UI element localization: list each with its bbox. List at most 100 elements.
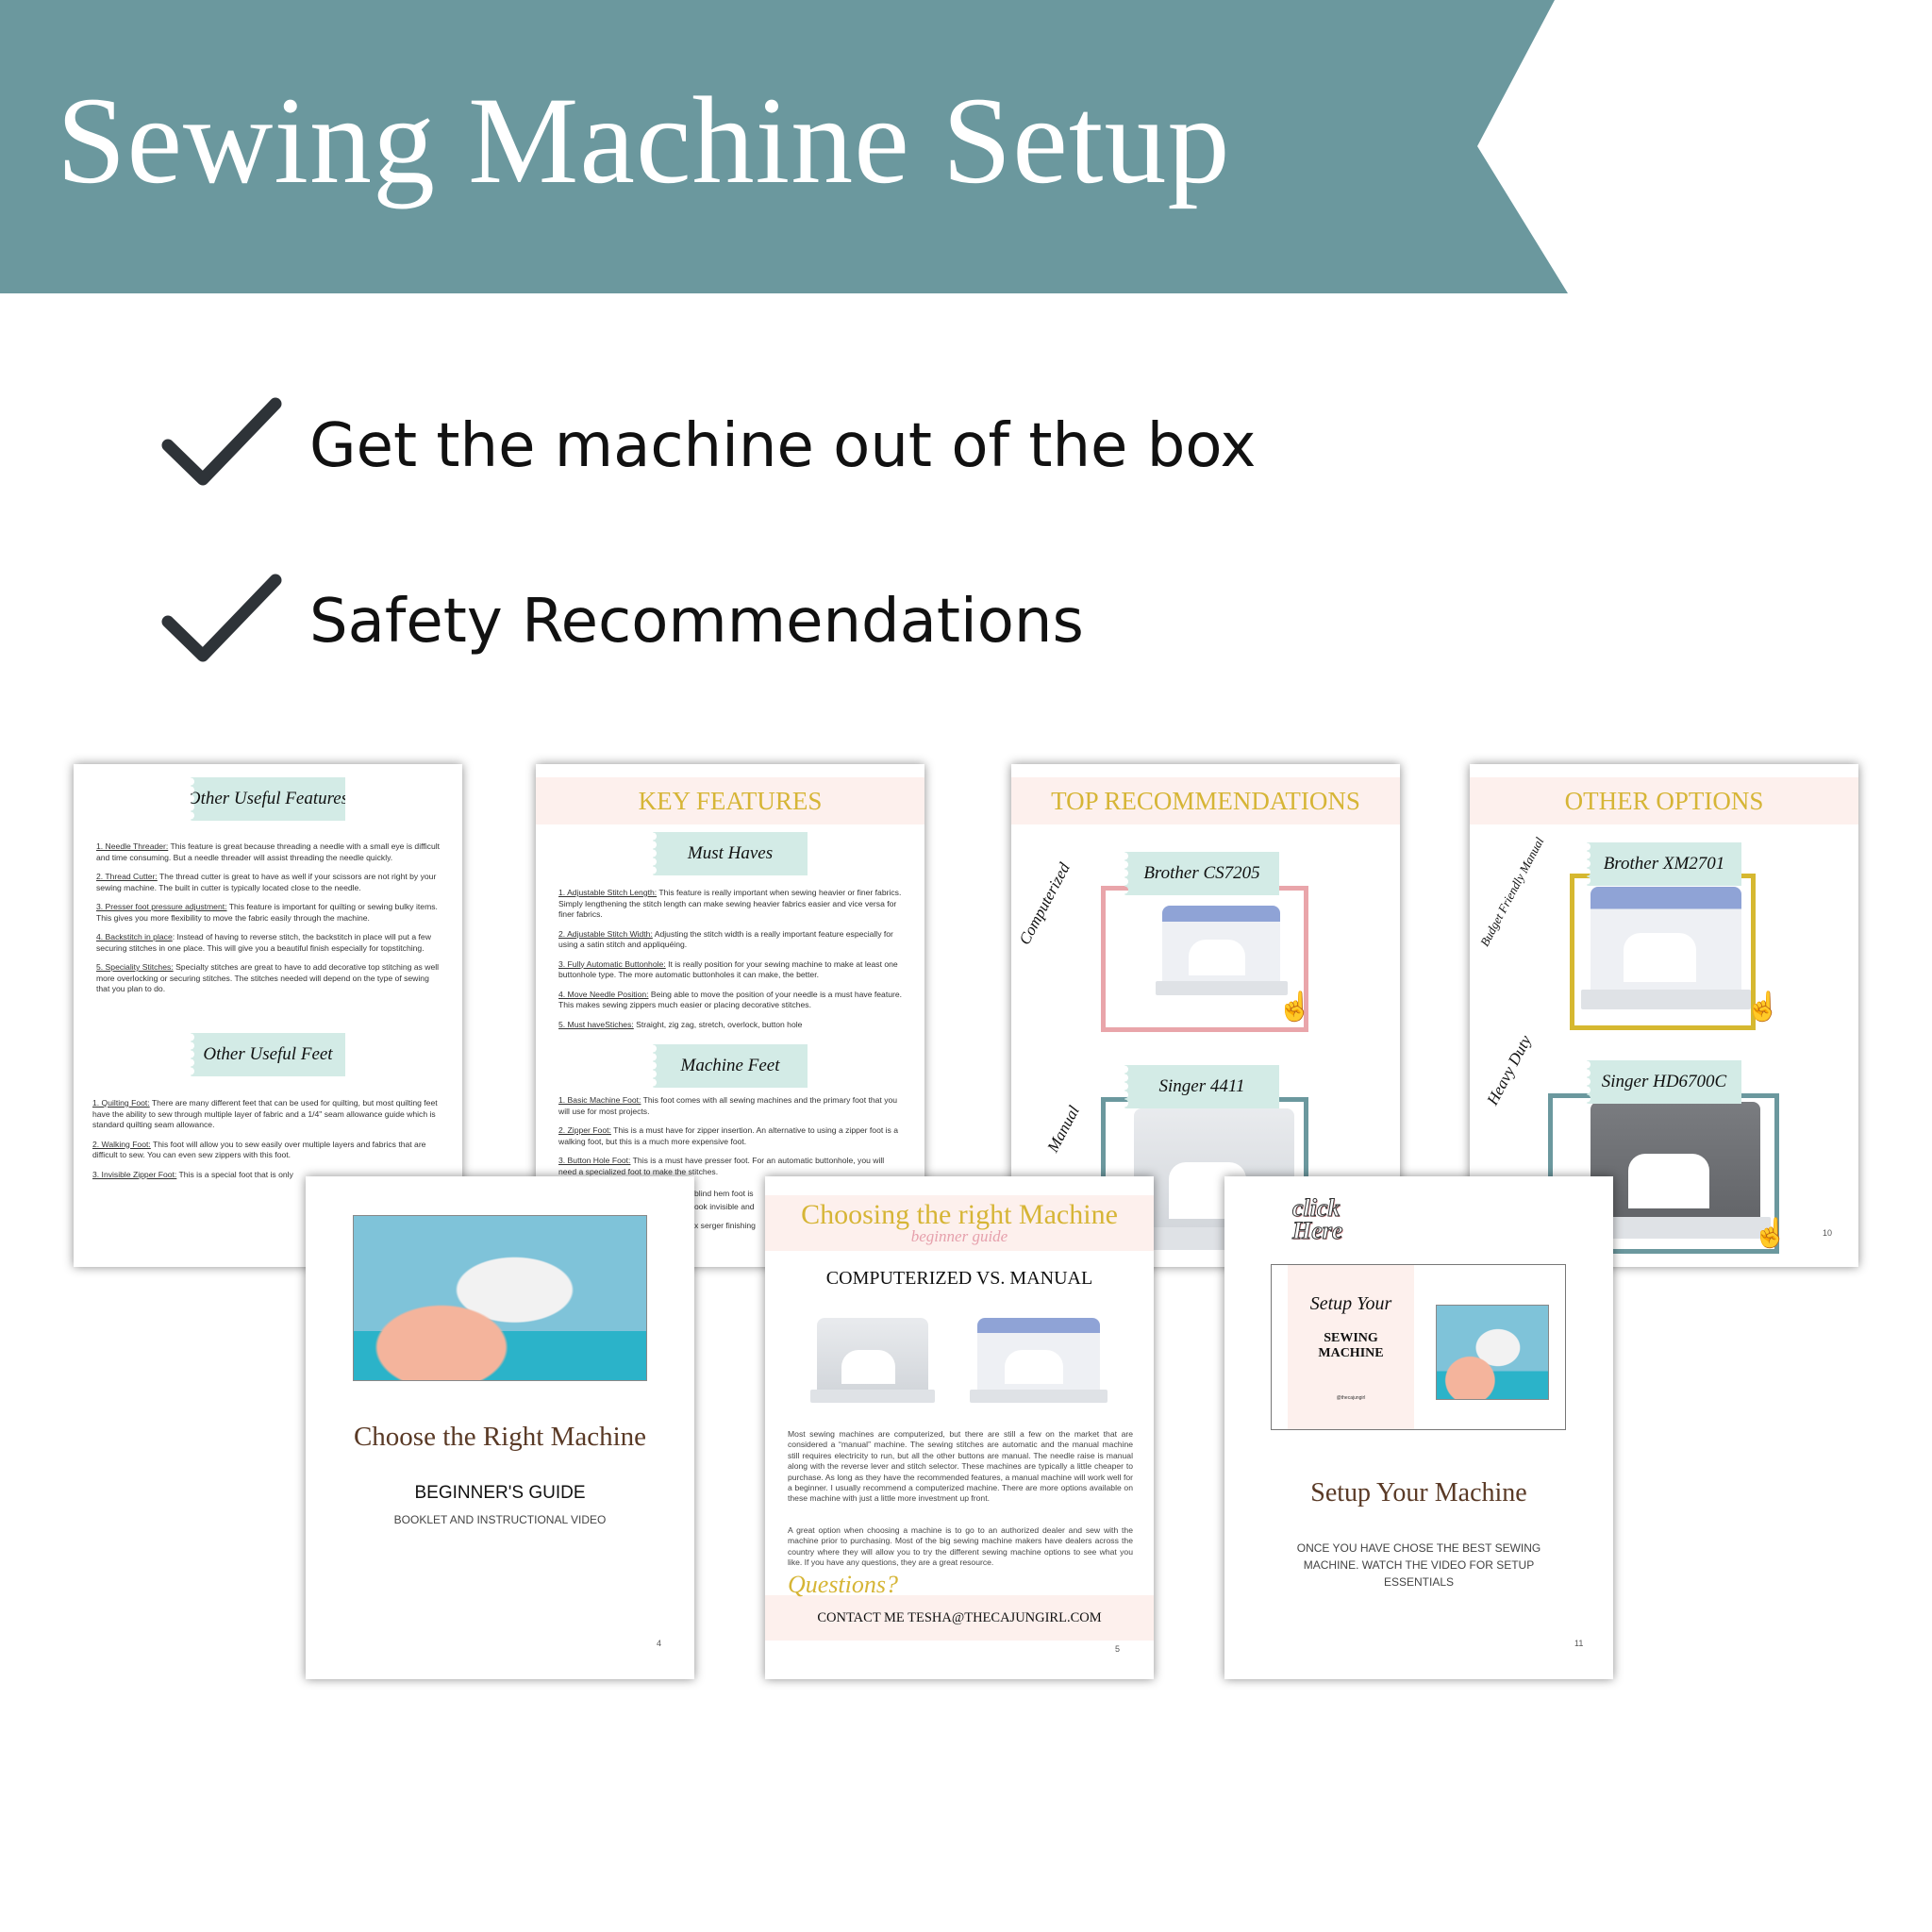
item-label: 5. Must haveStiches: (558, 1019, 634, 1029)
thumbnail-panel: Setup Your SEWING MACHINE @thecajungirl (1288, 1265, 1414, 1429)
item-text: : Instead of having to reverse stitch, t… (96, 932, 431, 953)
section-heading: COMPUTERIZED VS. MANUAL (825, 1268, 1093, 1289)
item-text: This is a must have for zipper insertion… (558, 1125, 899, 1146)
page-choose-right-machine: Choose the Right Machine BEGINNER'S GUID… (306, 1176, 694, 1679)
page-header: Choosing the right Machine (801, 1199, 1118, 1230)
questions-script: Questions? (788, 1571, 898, 1598)
list-item: 1. Adjustable Stitch Length: This featur… (558, 888, 904, 921)
computerized-machine-image (970, 1318, 1108, 1403)
item-text: This feature is really important when se… (558, 888, 902, 919)
list-item: 4. Move Needle Position: Being able to m… (558, 990, 904, 1011)
item-text: This feature is important for quilting o… (96, 902, 438, 923)
page-header: OTHER OPTIONS (1564, 787, 1764, 815)
page-other-useful-features: Other Useful Features 1. Needle Threader… (74, 764, 462, 1267)
manual-machine-image (809, 1318, 936, 1403)
text-fragment: x serger finishing (694, 1221, 756, 1230)
feet-list: 1. Quilting Foot: There are many differe… (92, 1098, 441, 1189)
item-label: 3. Fully Automatic Buttonhole: (558, 958, 666, 969)
item-text: The thread cutter is great to have as we… (96, 872, 437, 892)
item-label: 3. Invisible Zipper Foot: (92, 1169, 177, 1179)
product-tag: Heavy Duty (1483, 1032, 1536, 1108)
header-band (536, 777, 924, 824)
pointing-hand-icon[interactable]: ☝ (1753, 1218, 1789, 1249)
subtitle: BEGINNER'S GUIDE (414, 1483, 586, 1503)
sewing-machine-photo (353, 1215, 647, 1381)
item-text: This foot comes with all sewing machines… (558, 1095, 898, 1116)
product-ribbon: Brother XM2701 (1587, 842, 1741, 886)
item-label: 2. Walking Foot: (92, 1139, 151, 1149)
item-label: 4. Backstitch in place (96, 932, 173, 941)
checkmark-icon (161, 397, 282, 486)
item-label: 1. Quilting Foot: (92, 1098, 150, 1108)
text-fragment: ook invisible and (694, 1202, 755, 1211)
list-item: 2. Zipper Foot: This is a must have for … (558, 1125, 904, 1147)
section-ribbon: Other Useful Feet (191, 1033, 345, 1076)
description: ONCE YOU HAVE CHOSE THE BEST SEWING MACH… (1296, 1541, 1541, 1589)
card-title: SEWING MACHINE (1318, 1331, 1384, 1360)
page-title: Setup Your Machine (1310, 1478, 1527, 1507)
product-tag: Budget Friendly Manual (1476, 835, 1547, 949)
feature-list: 1. Needle Threader: This feature is grea… (96, 841, 441, 1004)
pointing-hand-icon[interactable]: ☝ (1745, 991, 1781, 1023)
caption: BOOKLET AND INSTRUCTIONAL VIDEO (393, 1513, 607, 1526)
sewing-machine-photo (1436, 1305, 1549, 1400)
header-band (765, 1195, 1154, 1251)
item-label: 3. Button Hole Foot: (558, 1156, 631, 1165)
section-ribbon: Other Useful Features (188, 777, 348, 821)
list-item: 3. Button Hole Foot: This is a must have… (558, 1156, 904, 1177)
page-title: Choose the Right Machine (353, 1422, 647, 1452)
list-item: 4. Backstitch in place: Instead of havin… (96, 932, 441, 954)
item-label: 5. Speciality Stitches: (96, 962, 174, 972)
page-header: KEY FEATURES (638, 787, 823, 815)
item-label: 3. Presser foot pressure adjustment: (96, 902, 227, 911)
item-label: 1. Adjustable Stitch Length: (558, 888, 658, 897)
item-label: 2. Adjustable Stitch Width: (558, 928, 653, 939)
sewing-machine-image (1155, 906, 1288, 995)
page-title: Sewing Machine Setup (57, 71, 1231, 209)
page-number: 10 (1823, 1228, 1833, 1238)
item-text: Straight, zig zag, stretch, overlock, bu… (633, 1019, 803, 1029)
paragraph: A great option when choosing a machine i… (788, 1525, 1133, 1568)
item-label: 4. Move Needle Position: (558, 989, 649, 999)
product-ribbon: Singer HD6700C (1587, 1060, 1741, 1104)
machine-feet-list: 1. Basic Machine Foot: This foot comes w… (558, 1095, 904, 1186)
page-header: TOP RECOMMENDATIONS (1051, 787, 1360, 815)
list-item: 1. Basic Machine Foot: This foot comes w… (558, 1095, 904, 1117)
list-item: 5. Must haveStiches: Straight, zig zag, … (558, 1020, 904, 1031)
item-label: 2. Thread Cutter: (96, 872, 158, 881)
item-text: This feature is great because threading … (96, 841, 441, 862)
item-label: 1. Needle Threader: (96, 841, 169, 851)
text-fragments: blind hem foot is ook invisible and x se… (694, 1187, 756, 1232)
page-setup-your-machine: click Here Setup Your SEWING MACHINE @th… (1224, 1176, 1613, 1679)
header-band (1011, 777, 1400, 824)
list-item: 2. Adjustable Stitch Width: Adjusting th… (558, 929, 904, 951)
pointing-hand-icon[interactable]: ☝ (1277, 991, 1313, 1023)
item-text: Specialty stitches are great to have to … (96, 962, 440, 993)
item-text: This is a must have presser foot. For an… (558, 1156, 885, 1176)
list-item: 1. Needle Threader: This feature is grea… (96, 841, 441, 863)
item-text: Adjusting the stitch width is a really i… (558, 928, 893, 950)
section-ribbon: Machine Feet (653, 1044, 808, 1088)
checklist-item: Get the machine out of the box (309, 411, 1257, 481)
list-item: 3. Fully Automatic Buttonhole: It is rea… (558, 959, 904, 981)
click-here-button[interactable]: click Here (1292, 1194, 1343, 1244)
list-item: 1. Quilting Foot: There are many differe… (92, 1098, 441, 1131)
checkmark-icon (161, 574, 282, 662)
contact-band (765, 1595, 1154, 1641)
page-number: 5 (1115, 1644, 1121, 1654)
must-haves-list: 1. Adjustable Stitch Length: This featur… (558, 888, 904, 1039)
item-label: 1. Basic Machine Foot: (558, 1095, 641, 1105)
list-item: 5. Speciality Stitches: Specialty stitch… (96, 962, 441, 995)
video-thumbnail[interactable]: Setup Your SEWING MACHINE @thecajungirl (1271, 1264, 1566, 1430)
card-handle: @thecajungirl (1336, 1395, 1366, 1401)
card-script: Setup Your (1309, 1293, 1392, 1314)
text-fragment: blind hem foot is (694, 1189, 754, 1198)
item-text: This foot will allow you to sew easily o… (92, 1139, 426, 1160)
sewing-machine-image (1580, 1102, 1771, 1239)
item-text: It is really position for your sewing ma… (558, 958, 898, 980)
list-item: 2. Thread Cutter: The thread cutter is g… (96, 872, 441, 893)
item-text: There are many different feet that can b… (92, 1098, 438, 1129)
list-item: 3. Presser foot pressure adjustment: Thi… (96, 902, 441, 924)
contact-email[interactable]: CONTACT ME TESHA@THECAJUNGIRL.COM (817, 1610, 1102, 1625)
item-text: This is a special foot that is only (176, 1169, 293, 1179)
